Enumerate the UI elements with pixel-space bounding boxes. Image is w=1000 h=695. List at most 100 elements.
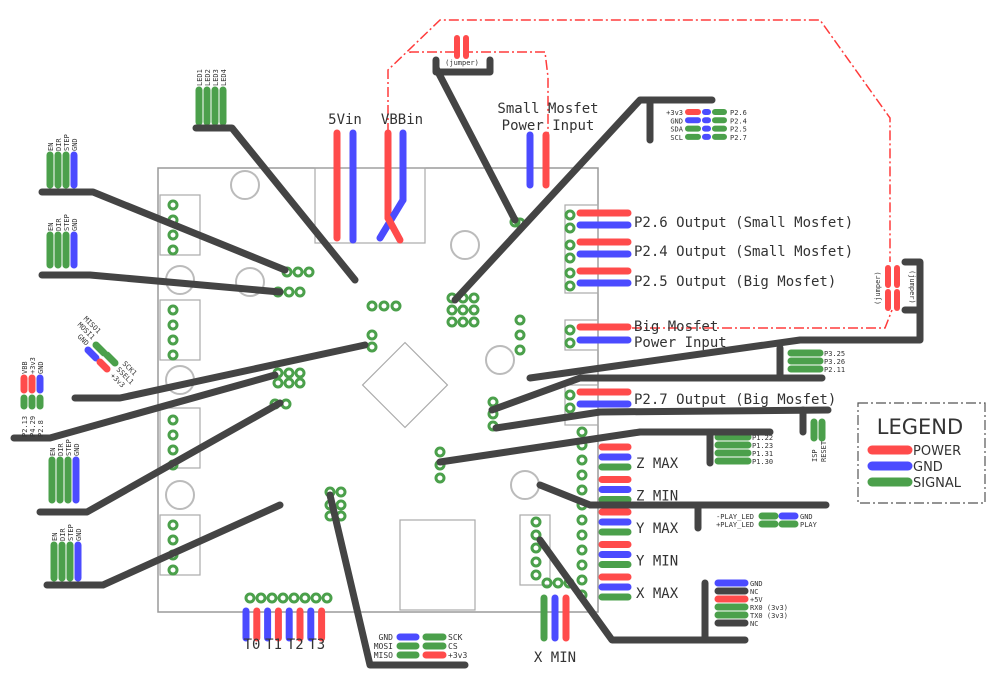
board-pad xyxy=(468,304,480,316)
leader-line xyxy=(38,188,289,274)
spi0-label: SCK xyxy=(448,633,463,642)
gpio-p3-label: P3.25 xyxy=(824,350,845,358)
isp-label: RESET xyxy=(820,440,828,462)
jumper-trace-outer xyxy=(387,19,891,262)
board-pad xyxy=(167,519,179,531)
board-pad xyxy=(294,377,306,389)
board-pad xyxy=(292,266,304,278)
board-pad xyxy=(468,316,480,328)
gnd-wire xyxy=(84,346,100,362)
spi0-label: GND xyxy=(379,633,394,642)
board-pad xyxy=(564,252,576,264)
big-mosfet-label: Power Input xyxy=(634,335,727,351)
output-label: P2.6 Output (Small Mosfet) xyxy=(634,215,853,231)
spi0-label: +3v3 xyxy=(448,651,467,660)
uart-label: TX0 (3v3) xyxy=(750,612,788,620)
board-pad xyxy=(530,556,542,568)
jumper-traces xyxy=(387,19,893,329)
play-led-label: +PLAY_LED xyxy=(716,521,754,529)
wire-pills xyxy=(20,35,900,659)
endstop-label: Y MIN xyxy=(636,554,678,570)
legend-label: SIGNAL xyxy=(913,476,962,491)
aux-power-label: VBB xyxy=(21,361,29,374)
board-pad xyxy=(530,542,542,554)
jumper-trace-small-mosfet xyxy=(409,51,549,133)
power-wire xyxy=(96,358,111,373)
stepper-pin-label: EN xyxy=(47,223,55,231)
board-pad xyxy=(434,446,446,458)
vbbin-label: VBBin xyxy=(381,112,423,128)
board-pad xyxy=(446,316,458,328)
board-pad xyxy=(266,592,278,604)
mcu-chip-outline xyxy=(361,341,449,429)
uart-label: NC xyxy=(750,588,758,596)
endstop-label: X MAX xyxy=(636,586,679,602)
stepper-pin-label: DIR xyxy=(59,528,67,541)
signal-wire xyxy=(103,351,119,367)
stepper-pin-label: DIR xyxy=(55,218,63,231)
board-pad xyxy=(514,344,526,356)
play-led-label: -PLAY_LED xyxy=(716,513,754,521)
board-pad xyxy=(576,484,588,496)
board-pad xyxy=(283,377,295,389)
stepper-pin-label: STEP xyxy=(63,134,71,151)
stepper-pin-label: EN xyxy=(51,533,59,541)
leader-line xyxy=(38,271,284,296)
board-pad xyxy=(564,389,576,401)
board-pad xyxy=(530,529,542,541)
board-pad xyxy=(321,592,333,604)
stepper-pin-label: DIR xyxy=(57,443,65,456)
board-pad xyxy=(294,367,306,379)
board-pad xyxy=(564,337,576,349)
board-pad xyxy=(576,426,588,438)
led-label: LED2 xyxy=(204,69,212,86)
small-mosfet-label: Power Input xyxy=(502,118,595,134)
play-led-pin-label: GND xyxy=(800,513,813,521)
aux-gpio-label: P2.13 xyxy=(21,416,29,437)
board-pad xyxy=(167,334,179,346)
stepper-pin-label: STEP xyxy=(65,439,73,456)
stepper-pin-label: GND xyxy=(75,528,83,541)
gpio-p1-label: P1.23 xyxy=(752,442,773,450)
gpio-p1-label: P1.30 xyxy=(752,458,773,466)
aux-gpio-label: P4.29 xyxy=(29,416,37,437)
signal-wire xyxy=(92,341,108,357)
thermistor-label: T3 xyxy=(308,637,325,653)
leader-line xyxy=(436,428,774,466)
legend-label: GND xyxy=(913,460,943,475)
spi0-label: MOSI xyxy=(374,642,393,651)
stepper-pin-label: GND xyxy=(71,218,79,231)
board-pad xyxy=(487,396,499,408)
thermistor-label: T0 xyxy=(244,637,261,653)
connector-outline xyxy=(159,194,201,256)
led-label: LED1 xyxy=(196,69,204,86)
leader-line xyxy=(192,124,359,284)
small-mosfet-label: Small Mosfet xyxy=(497,101,598,117)
board-pad xyxy=(288,592,300,604)
board-pad xyxy=(167,229,179,241)
x-min-label: X MIN xyxy=(534,650,576,666)
board-pad xyxy=(294,286,306,298)
board-pad xyxy=(390,300,402,312)
leader-line xyxy=(492,406,832,432)
stepper-pin-label: GND xyxy=(73,443,81,456)
jumper-label: (jumper) xyxy=(874,271,882,305)
connector-outline xyxy=(314,167,426,244)
board-pad xyxy=(564,209,576,221)
power-wire xyxy=(384,214,404,244)
aux-gpio-label: P2.8 xyxy=(37,420,45,437)
board-pad xyxy=(167,304,179,316)
leader-line xyxy=(71,341,369,402)
jumper-label: (jumper) xyxy=(445,59,479,67)
jumper-label: (jumper) xyxy=(908,270,916,304)
leader-line xyxy=(451,96,716,304)
isp-label: ISP xyxy=(811,449,819,462)
leader-line xyxy=(326,491,469,669)
board-pad xyxy=(366,341,378,353)
board-pad xyxy=(167,349,179,361)
board-pad xyxy=(434,472,446,484)
connector-outline xyxy=(159,299,201,361)
board-pad xyxy=(167,444,179,456)
